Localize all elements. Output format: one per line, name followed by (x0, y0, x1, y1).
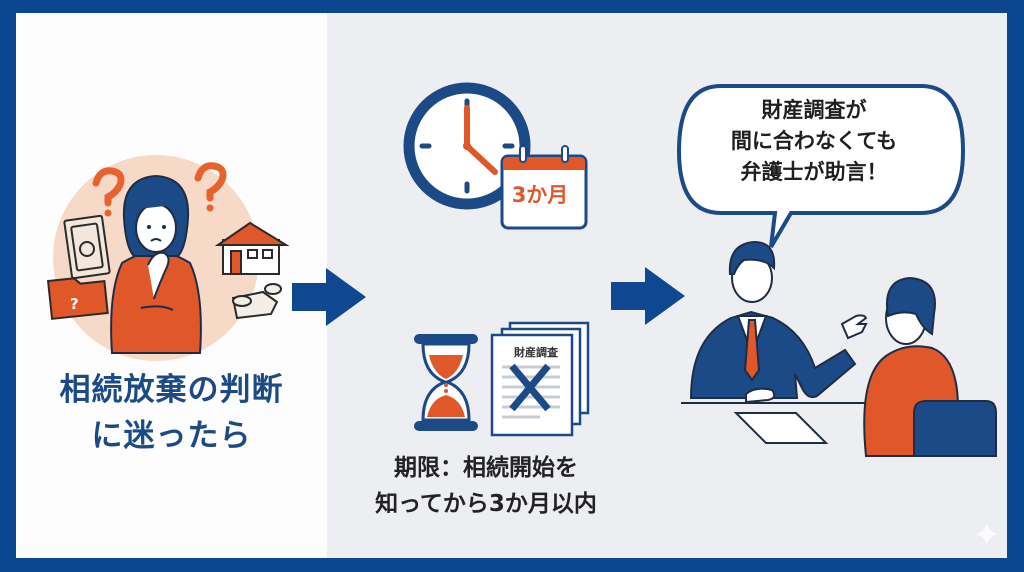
folder-question-icon: ? (46, 277, 109, 320)
consultation-scene (681, 240, 997, 457)
step1-title-line1: 相続放棄の判断 (59, 372, 284, 408)
confused-woman-illustration: ? (46, 155, 290, 361)
question-mark-icon (92, 162, 227, 217)
paper-icon (733, 412, 829, 444)
arrow-right-icon (292, 268, 366, 326)
calendar-icon (500, 145, 588, 230)
step2-caption-line2: 知ってから3か月以内 (375, 491, 597, 517)
svg-text:?: ? (70, 295, 79, 313)
document-label: 財産調査 (514, 346, 558, 359)
bubble-line2: 間に合わなくても (730, 129, 898, 153)
sparkle-icon (976, 523, 998, 545)
bubble-text: 財産調査が 間に合わなくても 弁護士が助言！ (684, 95, 944, 188)
lawyer-icon (689, 240, 868, 404)
step2-caption: 期限：相続開始を 知ってから3か月以内 (356, 450, 616, 522)
woman-figure (110, 174, 202, 354)
document-x-icon (490, 321, 590, 437)
step1-title: 相続放棄の判断 に迷ったら (16, 367, 327, 459)
speech-bubble (676, 84, 966, 249)
hourglass-icon (414, 334, 478, 431)
chair-icon (913, 400, 997, 457)
banknote-icon (63, 214, 111, 280)
house-icon (214, 221, 290, 275)
bubble-line3: 弁護士が助言！ (740, 160, 888, 184)
bubble-line1: 財産調査が (761, 98, 867, 122)
infographic-canvas: ? 相続放棄の判断 に迷ったら (16, 13, 1007, 558)
step1-title-line2: に迷ったら (91, 418, 252, 454)
calendar-label: 3か月 (511, 183, 569, 207)
step2-caption-line1: 期限：相続開始を (394, 455, 578, 481)
coins-icon (231, 283, 282, 320)
arrow-right-icon (611, 267, 685, 325)
